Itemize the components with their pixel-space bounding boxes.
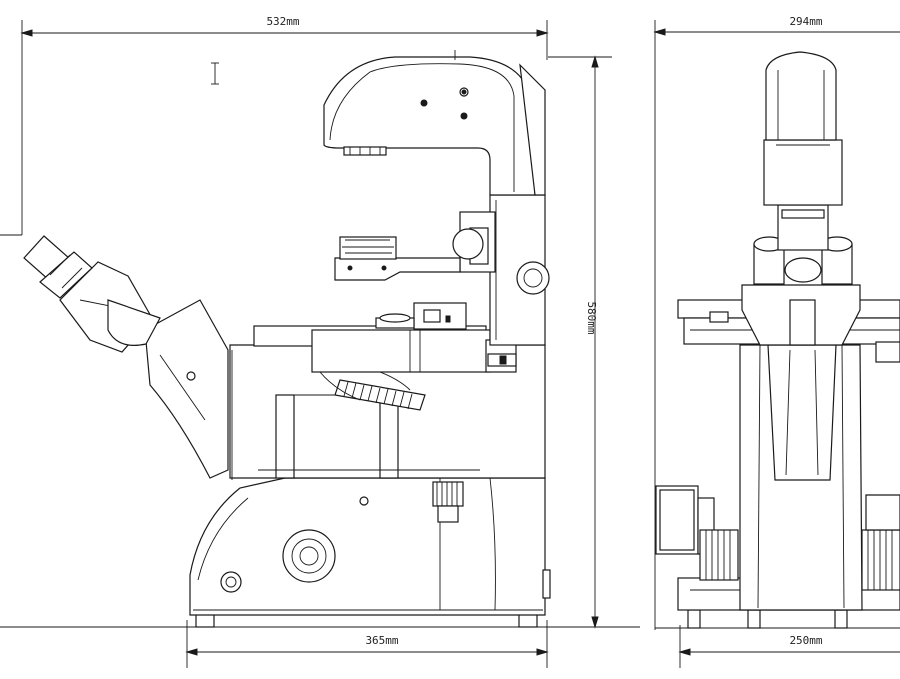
dim-label-side-base: 365mm — [365, 634, 398, 647]
dimension-lines — [0, 20, 900, 668]
dim-label-front-width: 294mm — [789, 15, 822, 28]
front-view-microscope — [655, 51, 900, 629]
dim-label-front-base: 250mm — [789, 634, 822, 647]
dimension-labels: 532mm 580mm 365mm 294mm 250mm — [266, 15, 822, 647]
dim-label-side-width: 532mm — [266, 15, 299, 28]
dim-label-side-height: 580mm — [585, 301, 598, 334]
side-view-microscope — [23, 50, 551, 628]
